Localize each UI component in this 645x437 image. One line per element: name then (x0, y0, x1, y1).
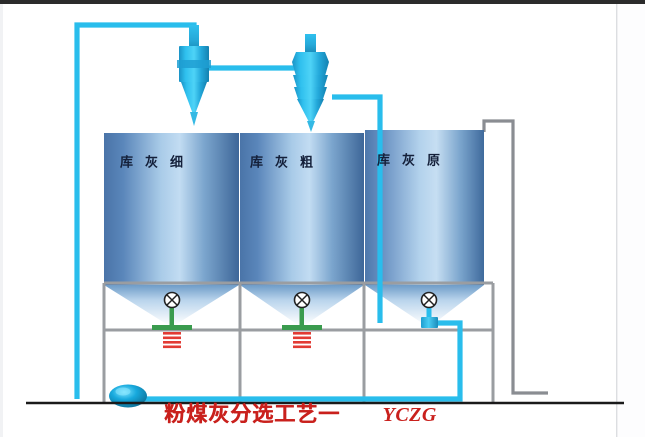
discharge-valve-3[interactable] (420, 291, 438, 329)
cyclone-separator-coarse (292, 34, 329, 132)
coarse-ash-silo-label: 粗 灰 库 (247, 155, 312, 168)
raw-ash-silo-label: 原 灰 库 (374, 153, 439, 166)
discharge-valve-1[interactable] (152, 291, 192, 349)
discharge-valve-2[interactable] (282, 291, 322, 349)
fine-ash-silo (104, 133, 239, 325)
raw-ash-silo (365, 130, 484, 325)
gray-return-pipe (482, 119, 548, 395)
cyclone-separator-fine (177, 25, 211, 126)
fine-ash-silo-label: 细 灰 库 (117, 155, 182, 168)
